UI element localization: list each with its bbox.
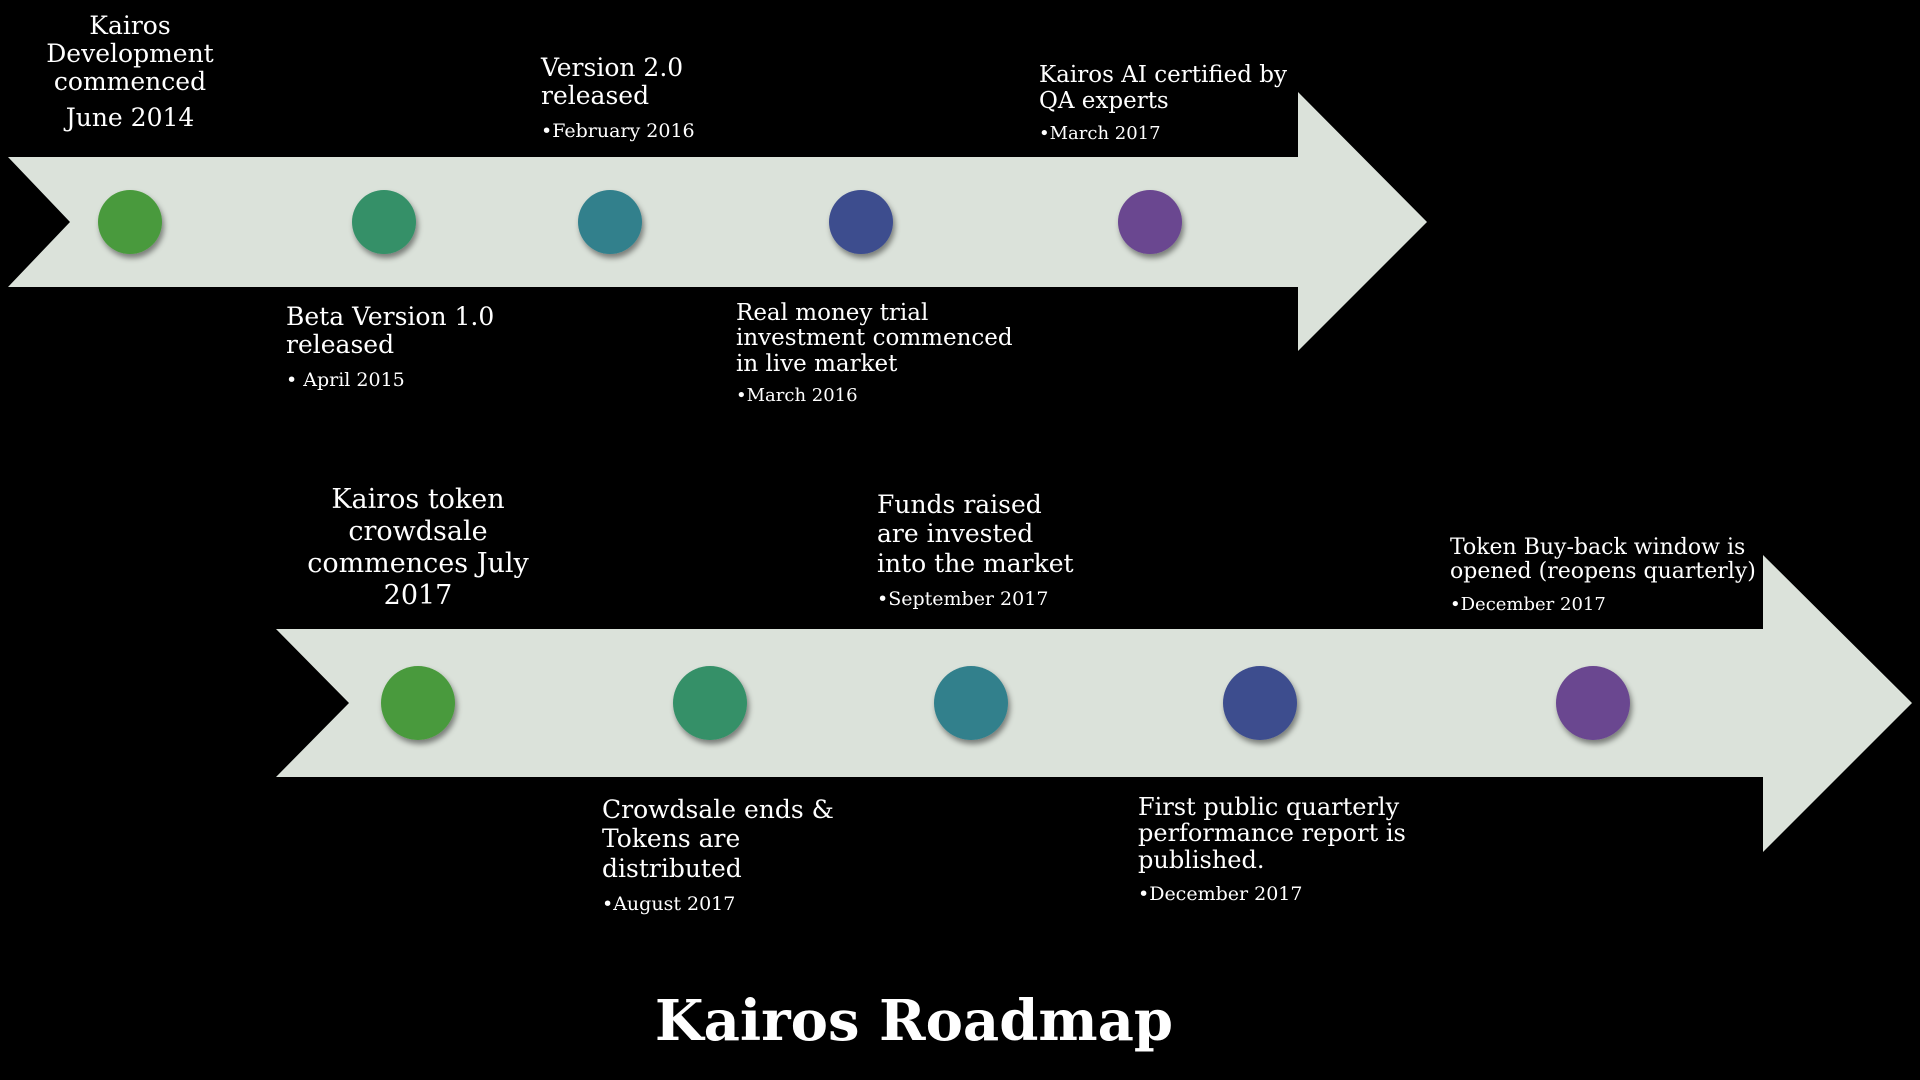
milestone-funds-invested: Funds raised are invested into the marke… [877, 490, 1117, 610]
milestone-dot [829, 190, 893, 254]
milestone-title: First public quarterly performance repor… [1138, 793, 1406, 874]
milestone-development-commenced: Kairos Development commenced June 2014 [30, 12, 230, 132]
milestone-dot [381, 666, 455, 740]
milestone-performance-report: First public quarterly performance repor… [1138, 794, 1438, 905]
milestone-title: Kairos Development commenced [46, 11, 214, 96]
milestone-title: Funds raised are invested into the marke… [877, 490, 1074, 578]
milestone-date: •March 2016 [736, 384, 858, 406]
milestone-dots-bottom [381, 666, 1630, 740]
milestone-title: Kairos token crowdsale commences July 20… [307, 484, 529, 611]
milestone-dot [673, 666, 747, 740]
milestone-title: Token Buy-back window is opened (reopens… [1450, 535, 1756, 585]
milestone-date: •December 2017 [1138, 883, 1303, 906]
milestone-dots-top [98, 190, 1182, 254]
milestone-dot [934, 666, 1008, 740]
milestone-token-buyback: Token Buy-back window is opened (reopens… [1450, 535, 1780, 616]
milestone-dot [578, 190, 642, 254]
milestone-date: •August 2017 [602, 892, 736, 915]
milestone-dot [1556, 666, 1630, 740]
milestone-crowdsale-commences: Kairos token crowdsale commences July 20… [290, 484, 546, 611]
milestone-date: •September 2017 [877, 587, 1049, 610]
page-title: Kairos Roadmap [654, 988, 1174, 1054]
milestone-real-money-trial: Real money trial investment commenced in… [736, 300, 1036, 406]
milestone-crowdsale-ends: Crowdsale ends & Tokens are distributed … [602, 795, 862, 915]
milestone-version-2-release: Version 2.0 released •February 2016 [541, 53, 761, 143]
milestone-dot [98, 190, 162, 254]
milestone-dot [1118, 190, 1182, 254]
milestone-date: •March 2017 [1039, 122, 1161, 144]
milestone-date: • April 2015 [286, 369, 405, 391]
milestone-date: June 2014 [65, 103, 195, 132]
milestone-beta-release: Beta Version 1.0 released • April 2015 [286, 302, 546, 392]
milestone-ai-certified: Kairos AI certified by QA experts •March… [1039, 62, 1299, 144]
milestone-title: Crowdsale ends & Tokens are distributed [602, 795, 834, 883]
milestone-title: Version 2.0 released [541, 53, 684, 110]
milestone-date: •February 2016 [541, 120, 695, 142]
milestone-title: Beta Version 1.0 released [286, 302, 495, 359]
milestone-dot [1223, 666, 1297, 740]
milestone-dot [352, 190, 416, 254]
milestone-title: Kairos AI certified by QA experts [1039, 62, 1288, 115]
timeline-arrow-bottom [276, 555, 1912, 852]
milestone-date: •December 2017 [1450, 594, 1606, 616]
timeline-arrow-top [8, 92, 1427, 351]
milestone-title: Real money trial investment commenced in… [736, 300, 1013, 377]
